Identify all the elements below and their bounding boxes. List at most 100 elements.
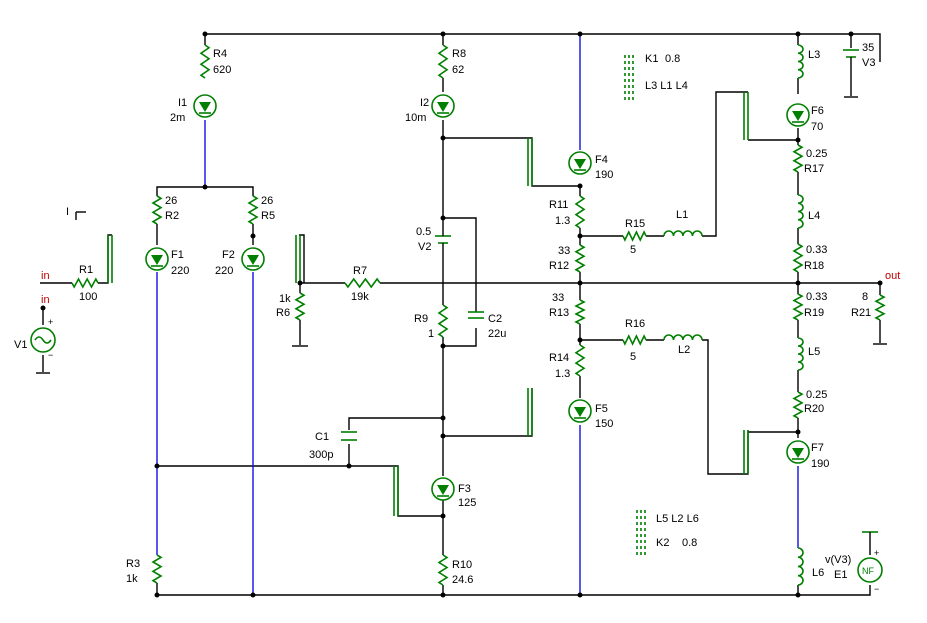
resistor-r18 (792, 243, 804, 273)
r20-name: R20 (804, 403, 824, 415)
net-in-2: in (41, 294, 50, 306)
r11-name: R11 (549, 199, 568, 211)
resistor-r20 (792, 391, 804, 419)
junction-dot (577, 592, 583, 598)
f4-name: F4 (595, 154, 608, 166)
fet-f7 (786, 440, 810, 464)
f3-value: 125 (458, 497, 476, 509)
svg-text:+: + (48, 317, 53, 327)
junction-dot (440, 343, 446, 349)
junction-dot (577, 280, 583, 286)
r11-value: 1.3 (555, 215, 570, 227)
r4-name: R4 (213, 48, 227, 60)
junction-dot (795, 137, 801, 143)
junction-dot (577, 183, 583, 189)
gate-f4 (527, 138, 533, 186)
resistor-r7 (344, 277, 381, 289)
inductor-l1 (663, 230, 703, 237)
junction-dot (877, 280, 883, 286)
f6-value: 70 (811, 121, 823, 133)
r8-value: 62 (452, 64, 464, 76)
v3-name: V3 (862, 57, 875, 69)
f1-name: F1 (171, 249, 184, 261)
r16-name: R16 (625, 318, 645, 330)
junction-dot (795, 429, 801, 435)
v1-name: V1 (14, 339, 27, 351)
r7-name: R7 (353, 265, 367, 277)
r16-value: 5 (630, 351, 636, 363)
resistors (71, 44, 886, 586)
gate-f6 (743, 92, 749, 140)
junction-dot (440, 592, 446, 598)
c1-value: 300p (309, 449, 333, 461)
junction-dot (440, 31, 446, 37)
l4-name: L4 (808, 210, 820, 222)
r15-name: R15 (625, 218, 645, 230)
r19-value: 0.33 (806, 291, 827, 303)
f6-name: F6 (811, 105, 824, 117)
k1-value: 0.8 (665, 53, 680, 65)
l1-name: L1 (676, 209, 688, 221)
r13-name: R13 (549, 307, 569, 319)
f2-name: F2 (222, 249, 235, 261)
junction-dot (440, 513, 446, 519)
junction-dot (440, 433, 446, 439)
labels: R4 620 R8 62 I1 2m I2 10m 26 R2 26 R5 F1… (14, 42, 900, 586)
gate-f7 (743, 430, 749, 474)
k1-name: K1 (645, 53, 658, 65)
c1-name: C1 (315, 431, 329, 443)
junctions (40, 31, 883, 598)
r6-value: 1k (279, 293, 291, 305)
r1-name: R1 (79, 264, 93, 276)
junction-dot (202, 184, 208, 190)
resistor-r16 (622, 334, 647, 346)
gate-f5 (527, 388, 533, 436)
net-in-1: in (41, 270, 50, 282)
r18-value: 0.33 (806, 244, 827, 256)
net-out: out (885, 270, 900, 282)
k1-inductors: L3 L1 L4 (645, 80, 688, 92)
v3-value: 35 (862, 42, 874, 54)
junction-dot (154, 463, 160, 469)
f7-name: F7 (811, 442, 824, 454)
k2-value: 0.8 (682, 537, 697, 549)
resistor-r6 (294, 292, 306, 321)
r17-name: R17 (804, 163, 824, 175)
e1-name: E1 (834, 569, 847, 581)
junction-dot (440, 135, 446, 141)
f5-name: F5 (595, 403, 608, 415)
c2-value: 22u (488, 328, 506, 340)
blue-wires (156, 34, 799, 595)
fet-f3 (431, 477, 455, 501)
f5-value: 150 (595, 418, 613, 430)
resistor-r3 (151, 554, 163, 584)
r2-name: R2 (165, 210, 179, 222)
fet-f2 (241, 247, 265, 271)
r9-name: R9 (414, 313, 428, 325)
junction-dot (577, 31, 583, 37)
r5-name: R5 (261, 210, 275, 222)
junction-dot (440, 415, 446, 421)
junction-dot (795, 31, 801, 37)
resistor-r8 (437, 44, 449, 79)
junction-dot (297, 280, 303, 286)
r12-name: R12 (549, 260, 569, 272)
resistor-r17 (792, 144, 804, 173)
r14-name: R14 (549, 352, 569, 364)
inductor-l4 (797, 194, 804, 229)
junction-dot (577, 337, 583, 343)
junction-dot (250, 592, 256, 598)
gate-f2 (295, 235, 301, 283)
resistor-r2 (151, 195, 163, 225)
resistor-r21 (874, 294, 886, 321)
svg-text:−: − (48, 350, 53, 360)
i1-name: I1 (178, 97, 187, 109)
gate-f1 (107, 235, 113, 283)
fet-f1 (145, 247, 169, 271)
r15-value: 5 (630, 244, 636, 256)
l5-name: L5 (808, 346, 820, 358)
f4-value: 190 (595, 169, 613, 181)
junction-dot (848, 31, 854, 37)
fet-f5 (568, 399, 592, 423)
junction-dot (440, 215, 446, 221)
